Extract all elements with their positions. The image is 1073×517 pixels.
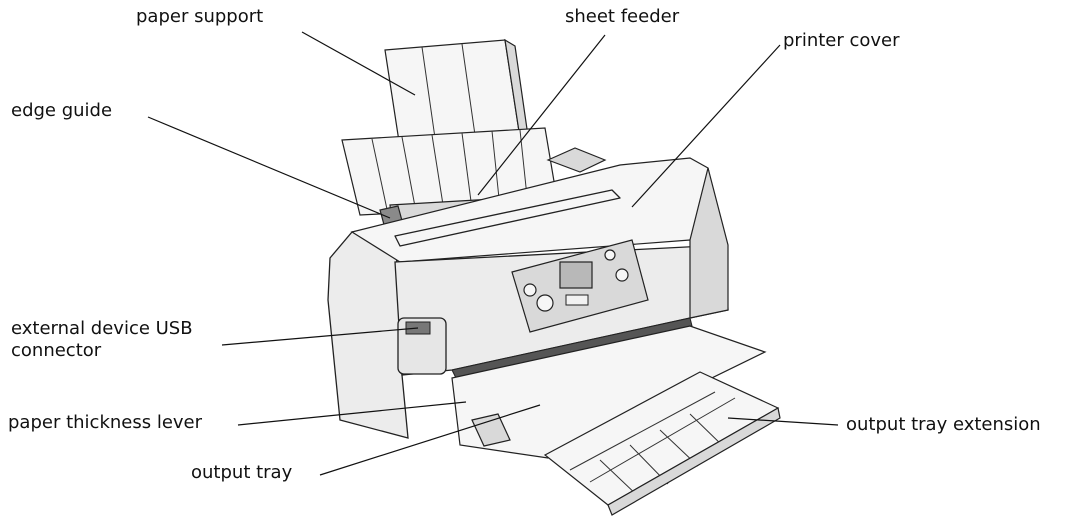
- feeder-hinge: [546, 147, 607, 173]
- label-paper-support: paper support: [136, 6, 264, 27]
- leader-tray-extension: [727, 417, 839, 426]
- leader-edge-guide: [147, 116, 391, 219]
- leader-usb: [221, 327, 419, 346]
- output-tray-extension-shape: [543, 371, 781, 516]
- control-panel: [511, 239, 649, 333]
- label-sheet-feeder: sheet feeder: [565, 6, 680, 27]
- output-slot: [451, 317, 693, 379]
- leader-paper-support: [301, 31, 416, 96]
- leader-lines: [147, 31, 839, 476]
- leader-output-tray: [319, 404, 541, 476]
- usb-port: [397, 317, 447, 375]
- label-usb-connector: external device USB connector: [11, 318, 193, 361]
- label-thickness-lever: paper thickness lever: [8, 412, 203, 433]
- leader-thickness-lever: [237, 401, 467, 426]
- label-printer-cover: printer cover: [783, 30, 900, 51]
- label-edge-guide: edge guide: [11, 100, 113, 121]
- label-output-tray: output tray: [191, 462, 293, 483]
- leader-printer-cover: [631, 44, 781, 208]
- printer-right-side: [689, 167, 729, 319]
- tray-grip: [471, 413, 511, 447]
- label-tray-extension: output tray extension: [846, 414, 1041, 435]
- leader-sheet-feeder: [477, 34, 606, 196]
- feed-slot: [394, 189, 621, 247]
